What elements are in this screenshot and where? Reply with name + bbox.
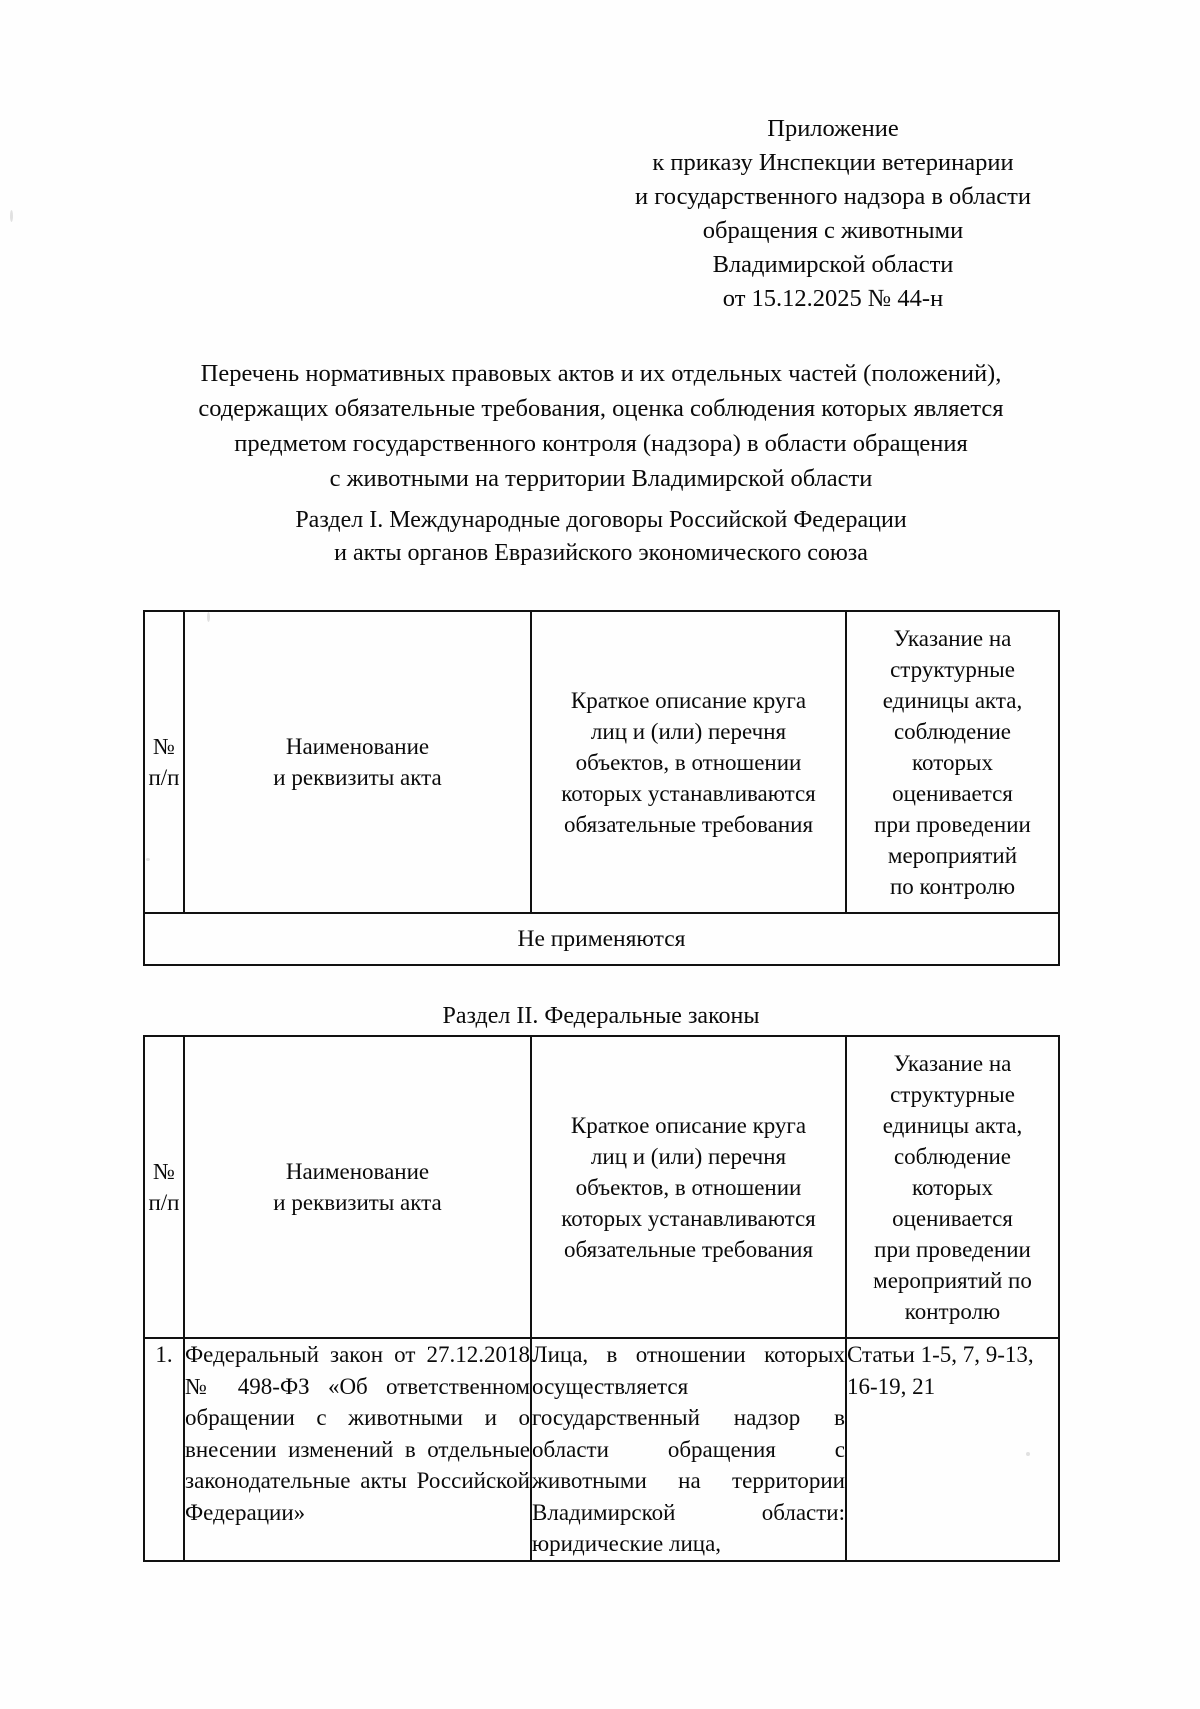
- header-units-line-5: которых: [912, 749, 993, 775]
- scan-speck: [146, 858, 150, 861]
- section-2-table: № п/п Наименование и реквизиты акта Крат…: [143, 1035, 1060, 1562]
- header-desc-line-5: обязательные требования: [563, 1236, 814, 1262]
- header-desc-line-2: лиц и (или) перечня: [590, 718, 787, 744]
- not-applicable-cell: Не применяются: [143, 912, 1060, 966]
- row-description-text: Лица, в отношении которых осуществляется…: [532, 1342, 845, 1556]
- table-header-row: № п/п Наименование и реквизиты акта Крат…: [143, 610, 1060, 914]
- scan-speck: [207, 612, 210, 622]
- title-line-3: предметом государственного контроля (над…: [234, 430, 968, 457]
- header-units-line-7: при проведении: [874, 1236, 1031, 1262]
- column-header-name: Наименование и реквизиты акта: [183, 610, 532, 914]
- header-name-line-2: и реквизиты акта: [273, 1190, 442, 1215]
- header-units-line-4: соблюдение: [893, 1143, 1012, 1169]
- header-desc-line-5: обязательные требования: [563, 811, 814, 837]
- row-number-cell: 1.: [143, 1337, 185, 1562]
- header-name-line-1: Наименование: [285, 734, 430, 759]
- column-header-description: Краткое описание круга лиц и (или) переч…: [530, 1035, 847, 1339]
- scan-speck: [1026, 1452, 1030, 1456]
- header-units-line-2: структурные: [890, 1081, 1015, 1107]
- header-num-line-1: №: [153, 734, 175, 759]
- row-description-cell: Лица, в отношении которых осуществляется…: [530, 1337, 847, 1562]
- header-units-line-1: Указание на: [893, 625, 1012, 651]
- header-desc-line-3: объектов, в отношении: [575, 1174, 802, 1200]
- header-line-1: Приложение: [767, 115, 899, 142]
- header-units-line-3: единицы акта,: [882, 1112, 1023, 1138]
- header-desc-line-4: которых устанавливаются: [561, 1205, 816, 1231]
- row-units-cell: Статьи 1-5, 7, 9-13, 16-19, 21: [845, 1337, 1060, 1562]
- appendix-header: Приложение к приказу Инспекции ветеринар…: [618, 112, 1048, 316]
- header-desc-line-2: лиц и (или) перечня: [590, 1143, 787, 1169]
- header-num-line-2: п/п: [148, 765, 180, 790]
- header-units-line-9: по контролю: [889, 873, 1016, 899]
- header-units-line-8: мероприятий: [887, 842, 1018, 868]
- column-header-number: № п/п: [143, 610, 185, 914]
- section-1-table: № п/п Наименование и реквизиты акта Крат…: [143, 610, 1060, 966]
- header-num-line-2: п/п: [148, 1190, 180, 1215]
- header-line-4: обращения с животными: [702, 217, 964, 244]
- column-header-number: № п/п: [143, 1035, 185, 1339]
- document-title: Перечень нормативных правовых актов и их…: [148, 356, 1054, 496]
- header-line-3: и государственного надзора в области: [635, 183, 1031, 210]
- header-line-5: Владимирской области: [712, 251, 954, 278]
- header-line-2: к приказу Инспекции ветеринарии: [652, 149, 1014, 176]
- header-units-line-7: при проведении: [874, 811, 1031, 837]
- column-header-description: Краткое описание круга лиц и (или) переч…: [530, 610, 847, 914]
- row-act-name-cell: Федеральный закон от 27.12.2018 № 498-ФЗ…: [183, 1337, 532, 1562]
- header-units-line-3: единицы акта,: [882, 687, 1023, 713]
- header-desc-line-3: объектов, в отношении: [575, 749, 802, 775]
- header-order-number: от 15.12.2025 № 44-н: [722, 285, 944, 312]
- table-header-row: № п/п Наименование и реквизиты акта Крат…: [143, 1035, 1060, 1339]
- column-header-units: Указание на структурные единицы акта, со…: [845, 610, 1060, 914]
- column-header-name: Наименование и реквизиты акта: [183, 1035, 532, 1339]
- table-row: 1. Федеральный закон от 27.12.2018 № 498…: [143, 1337, 1060, 1562]
- title-line-4: с животными на территории Владимирской о…: [329, 465, 873, 492]
- header-desc-line-1: Краткое описание круга: [570, 1112, 807, 1138]
- header-units-line-1: Указание на: [893, 1050, 1012, 1076]
- header-units-line-9: контролю: [904, 1298, 1001, 1324]
- title-line-1: Перечень нормативных правовых актов и их…: [200, 360, 1002, 387]
- header-units-line-8: мероприятий по: [873, 1267, 1032, 1293]
- scan-speck: [10, 210, 13, 222]
- header-name-line-1: Наименование: [285, 1159, 430, 1184]
- column-header-units: Указание на структурные единицы акта, со…: [845, 1035, 1060, 1339]
- header-num-line-1: №: [153, 1159, 175, 1184]
- section-2-heading: Раздел II. Федеральные законы: [148, 1000, 1054, 1033]
- header-desc-line-1: Краткое описание круга: [570, 687, 807, 713]
- section-1-heading: Раздел I. Международные договоры Российс…: [148, 504, 1054, 570]
- title-line-2: содержащих обязательные требования, оцен…: [198, 395, 1004, 422]
- section-1-heading-line-2: и акты органов Евразийского экономическо…: [334, 540, 868, 566]
- header-units-line-2: структурные: [890, 656, 1015, 682]
- header-name-line-2: и реквизиты акта: [273, 765, 442, 790]
- section-2-heading-line-1: Раздел II. Федеральные законы: [442, 1003, 760, 1029]
- row-units-text: Статьи 1-5, 7, 9-13, 16-19, 21: [847, 1342, 1034, 1399]
- table-row: Не применяются: [143, 912, 1060, 966]
- section-1-heading-line-1: Раздел I. Международные договоры Российс…: [295, 507, 907, 533]
- header-units-line-4: соблюдение: [893, 718, 1012, 744]
- header-units-line-5: которых: [912, 1174, 993, 1200]
- header-units-line-6: оценивается: [892, 1205, 1013, 1231]
- header-units-line-6: оценивается: [892, 780, 1013, 806]
- header-desc-line-4: которых устанавливаются: [561, 780, 816, 806]
- row-act-name-text: Федеральный закон от 27.12.2018 № 498-ФЗ…: [185, 1342, 530, 1525]
